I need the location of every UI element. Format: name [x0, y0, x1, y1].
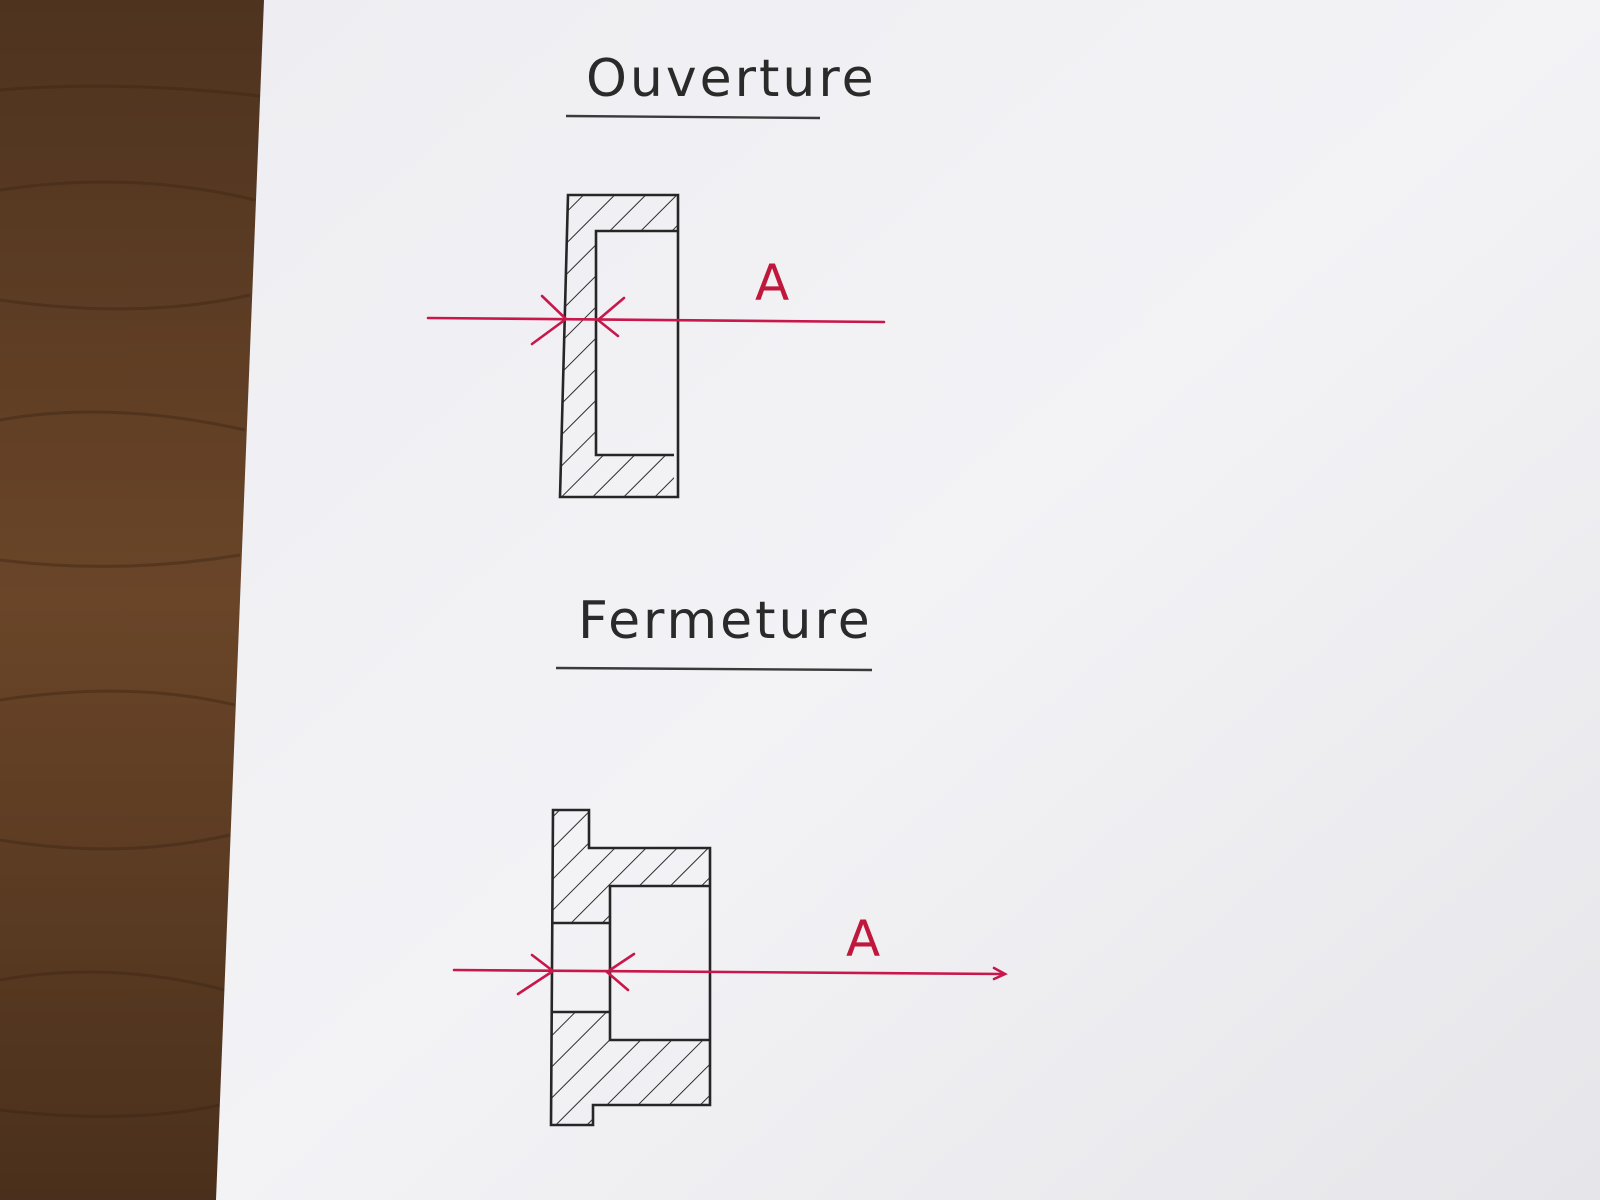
fermeture-arrow-right [604, 952, 636, 992]
ouverture-dimension-line [426, 316, 886, 324]
ouverture-arrow-right [595, 296, 626, 338]
fermeture-drawing: Fermeture A [452, 591, 1008, 1127]
ouverture-section-outline [558, 193, 680, 499]
fermeture-arrow-tip [992, 966, 1008, 981]
fermeture-title-underline [555, 666, 873, 672]
ouverture-arrow-left [530, 294, 569, 346]
ouverture-drawing: Ouverture A [426, 49, 886, 499]
fermeture-arrow-left [516, 953, 556, 996]
ouverture-title: Ouverture [586, 49, 877, 109]
fermeture-dimension-label: A [846, 910, 880, 968]
fermeture-cavity-outline [608, 884, 710, 1042]
wood-grain [0, 84, 261, 1118]
fermeture-dimension-line [452, 968, 1006, 976]
ouverture-dimension-label: A [755, 254, 789, 312]
fermeture-title: Fermeture [578, 591, 873, 651]
fermeture-upper-section-fill [553, 810, 710, 923]
paper-sheet [216, 0, 1600, 1200]
ouverture-cavity-outline [594, 229, 678, 457]
ouverture-title-underline [565, 114, 821, 120]
ouverture-section-fill [560, 195, 678, 497]
fermeture-outline [549, 808, 712, 1127]
